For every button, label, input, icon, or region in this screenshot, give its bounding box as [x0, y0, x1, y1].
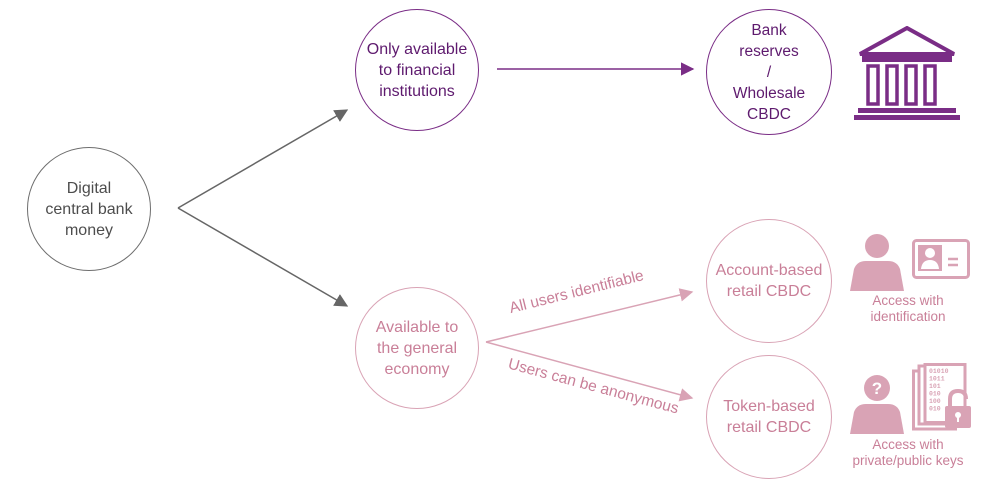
person-icon [850, 234, 904, 291]
node-account-based-cbdc: Account-based retail CBDC [706, 219, 832, 343]
binary-digit-row: 101 [929, 383, 941, 390]
arrow-general-to-token [485, 341, 694, 402]
binary-digit-row: 010 [929, 391, 941, 398]
caption-access-with-identification: Access with identification [870, 293, 946, 324]
binary-digit-row: 100 [929, 398, 941, 405]
id-card-icon [912, 239, 970, 279]
binary-digit-row: 01010 [929, 368, 949, 375]
node-token-based-cbdc: Token-based retail CBDC [706, 355, 832, 479]
arrow-general-to-account [485, 288, 694, 343]
node-financial-institutions: Only available to financial institutions [355, 9, 479, 131]
binary-digit-row: 010 [929, 406, 941, 413]
arrow-root-to-general [177, 207, 349, 307]
arrow-root-to-financial [177, 109, 349, 209]
node-wholesale-cbdc: Bank reserves / Wholesale CBDC [706, 9, 832, 135]
node-digital-central-bank-money: Digital central bank money [27, 147, 151, 271]
caption-access-with-keys: Access with private/public keys [852, 437, 964, 468]
person-question-icon: ? [850, 375, 904, 434]
svg-text:?: ? [872, 379, 882, 398]
bank-building-icon [854, 26, 960, 120]
node-general-economy: Available to the general economy [355, 287, 479, 409]
binary-digit-row: 1011 [929, 376, 945, 383]
